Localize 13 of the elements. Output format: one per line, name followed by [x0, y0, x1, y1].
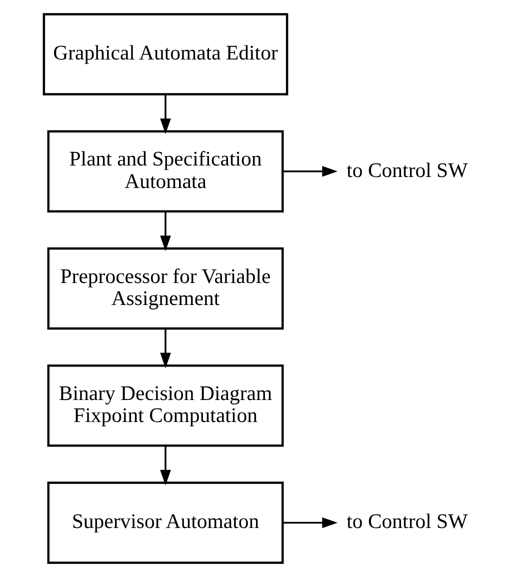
arrow [160, 94, 170, 134]
arrow [160, 446, 170, 486]
arrow [282, 166, 338, 177]
node-box: Binary Decision Diagram Fixpoint Computation [46, 364, 284, 447]
node-box: Preprocessor for Variable Assignement [46, 247, 284, 330]
node-box: Graphical Automata Editor [42, 13, 288, 96]
node-box: Plant and Specification Automata [46, 130, 284, 213]
arrow [160, 328, 170, 368]
arrow [282, 517, 338, 528]
node-text: to Control SW [346, 511, 468, 534]
node-text: to Control SW [346, 160, 468, 182]
node-box: Supervisor Automaton [46, 482, 284, 564]
arrow [160, 212, 170, 252]
